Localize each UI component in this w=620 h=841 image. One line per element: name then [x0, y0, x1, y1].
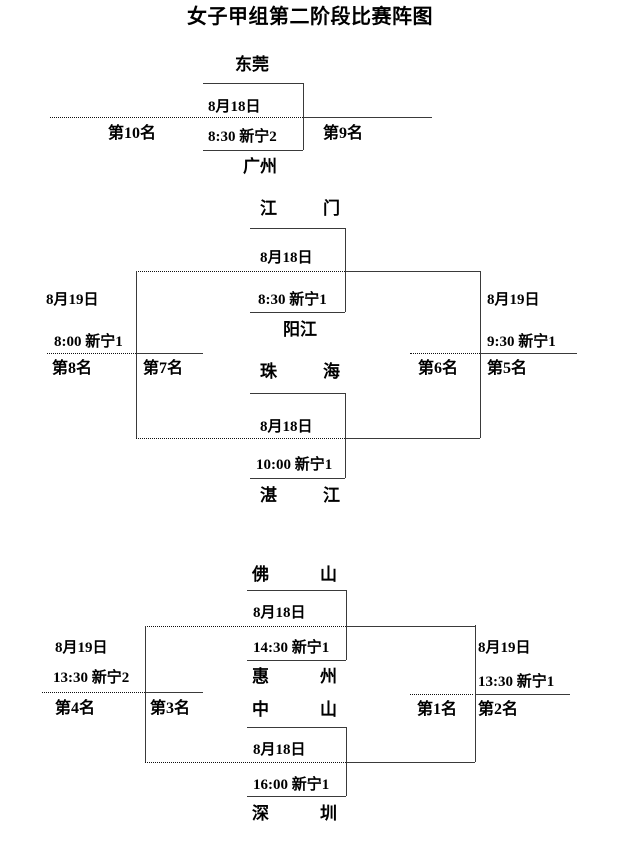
team-zhanjiang: 湛江 — [260, 486, 340, 505]
rank-label-3: 第3名 — [150, 700, 191, 717]
bracket-line — [303, 83, 304, 150]
match-time-venue: 9:30 新宁1 — [487, 334, 556, 350]
bracket-line — [345, 393, 346, 478]
bracket-line — [250, 393, 345, 394]
match-time-venue: 16:00 新宁1 — [253, 777, 330, 793]
loser-line-dotted — [410, 694, 473, 695]
bracket-line — [247, 660, 346, 661]
loser-line-dotted — [145, 762, 346, 763]
rank-label-4: 第4名 — [55, 700, 96, 717]
team-yangjiang: 阳江 — [283, 320, 317, 339]
rank-label-10: 第10名 — [108, 125, 157, 142]
rank-label-5: 第5名 — [487, 360, 528, 377]
winner-line — [346, 626, 475, 627]
loser-line-dotted — [42, 692, 145, 693]
match-time-venue: 10:00 新宁1 — [256, 457, 333, 473]
winner-line — [303, 117, 432, 118]
bracket-line — [203, 150, 303, 151]
winner-line — [145, 692, 203, 693]
loser-line-dotted — [410, 353, 480, 354]
bracket-line — [247, 796, 346, 797]
team-foshan: 佛山 — [252, 565, 337, 584]
bracket-line — [250, 228, 345, 229]
rank-label-7: 第7名 — [143, 360, 184, 377]
match-date: 8月18日 — [253, 605, 306, 621]
team-huizhou: 惠州 — [252, 667, 337, 686]
match-date: 8月18日 — [260, 419, 313, 435]
team-dongguan: 东莞 — [235, 55, 269, 74]
rank-label-8: 第8名 — [52, 360, 93, 377]
winner-line — [480, 353, 577, 354]
team-jiangmen: 江门 — [260, 199, 340, 218]
bracket-line — [247, 727, 346, 728]
rank-label-2: 第1名 — [417, 701, 458, 718]
winner-line — [345, 438, 480, 439]
match-date: 8月19日 — [478, 640, 531, 656]
bracket-line — [345, 228, 346, 312]
bracket-line — [136, 271, 137, 438]
match-date: 8月19日 — [487, 292, 540, 308]
match-date: 8月18日 — [260, 250, 313, 266]
winner-line — [345, 271, 480, 272]
bracket-line — [250, 478, 345, 479]
loser-line-dotted — [50, 117, 303, 118]
match-time-venue: 8:30 新宁1 — [258, 292, 327, 308]
match-time-venue: 8:30 新宁2 — [208, 129, 277, 145]
match-time-venue: 13:30 新宁1 — [478, 674, 555, 690]
page-title: 女子甲组第二阶段比赛阵图 — [187, 6, 433, 28]
rank-label-6: 第6名 — [418, 360, 459, 377]
bracket-line — [250, 312, 345, 313]
match-date: 8月18日 — [208, 99, 261, 115]
bracket-line — [247, 590, 346, 591]
team-shenzhen: 深圳 — [252, 804, 337, 823]
team-guangzhou: 广州 — [243, 157, 277, 176]
match-time-venue: 8:00 新宁1 — [54, 334, 123, 350]
loser-line-dotted — [145, 626, 346, 627]
bracket-line — [480, 271, 481, 438]
winner-line — [475, 694, 570, 695]
match-time-venue: 13:30 新宁2 — [53, 670, 130, 686]
winner-line — [136, 353, 203, 354]
match-time-venue: 14:30 新宁1 — [253, 640, 330, 656]
match-date: 8月18日 — [253, 742, 306, 758]
bracket-line — [346, 727, 347, 796]
loser-line-dotted — [47, 353, 136, 354]
team-zhuhai: 珠海 — [260, 362, 340, 381]
bracket-line — [346, 590, 347, 660]
rank-label-1: 第2名 — [478, 701, 519, 718]
loser-line-dotted — [136, 438, 345, 439]
match-date: 8月19日 — [46, 292, 99, 308]
winner-line — [346, 762, 475, 763]
loser-line-dotted — [136, 271, 345, 272]
team-zhongshan: 中山 — [252, 700, 337, 719]
rank-label-9: 第9名 — [323, 125, 364, 142]
bracket-line — [475, 625, 476, 762]
bracket-line — [203, 83, 303, 84]
bracket-line — [145, 626, 146, 762]
match-date: 8月19日 — [55, 640, 108, 656]
